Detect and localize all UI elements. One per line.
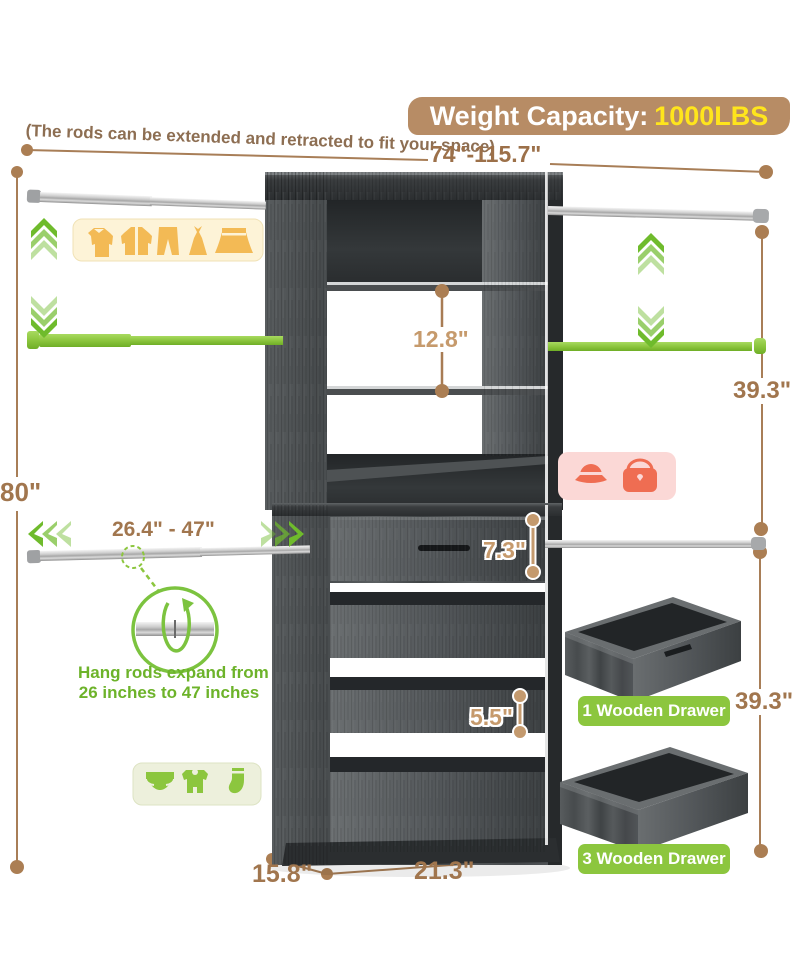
dim-width-line [21,144,773,179]
banner-label: Weight Capacity: [429,100,649,131]
drawer-single-image [565,597,741,702]
dim-top-drawer-height: 7.3" [483,537,526,563]
dim-lower-section: 39.3" [733,688,796,715]
up-arrows-icon [638,233,664,275]
dim-upper-section: 39.3" [731,377,794,404]
lower-left-rod [26,545,311,564]
weight-capacity-banner: Weight Capacity: 1000LBS [408,97,790,135]
hang-rods-note-line2: 26 inches to 47 inches [78,683,260,702]
kids-clothing-icons-box [132,762,262,806]
pants-icon [157,227,179,255]
upper-right-rod [547,206,769,224]
single-drawer-badge: 1 Wooden Drawer [578,696,730,726]
onesie-icon [182,769,208,793]
dress-icon [189,226,207,255]
dim-tower-width: 21.3" [414,857,475,885]
left-green-bar [27,331,283,349]
dim-top-drawer-line [525,512,541,580]
closet-tower [265,172,570,877]
hanging-rods [26,189,769,564]
drawer-triple-image [560,747,748,852]
magnifier-source-circle [121,545,145,569]
dim-rod-extension: 26.4" - 47" [112,518,215,541]
drawer-handle [664,644,692,657]
sock-icon [228,768,244,794]
rotate-icon [161,602,191,653]
jacket-icon [121,227,152,255]
dim-depth: 15.8" [252,860,313,888]
triple-drawer-badge: 3 Wooden Drawer [578,844,730,874]
dim-box-drawer-line [512,688,528,740]
accessories-icons-box [558,452,676,500]
banner-value: 1000LBS [654,100,769,131]
handbag-icon [623,458,657,492]
upper-left-rod [26,189,266,210]
dim-total-width: 74"-115.7" [430,141,542,167]
hang-rods-note-line1: Hang rods expand from [78,663,269,682]
down-arrows-icon [638,306,664,348]
dim-height-line [10,166,24,874]
rod-magnifier [121,545,219,674]
dim-shelf-gap: 12.8" [410,327,472,352]
dim-box-drawer-height: 5.5" [470,704,513,730]
lower-right-rod [545,537,766,550]
up-arrows-icon [31,218,57,260]
lower-cabinet [272,503,562,866]
clothing-icons-box [72,218,264,262]
dim-total-height: 80" [0,477,42,507]
left-arrows-icon [28,521,71,547]
sweater-icon [88,228,113,257]
